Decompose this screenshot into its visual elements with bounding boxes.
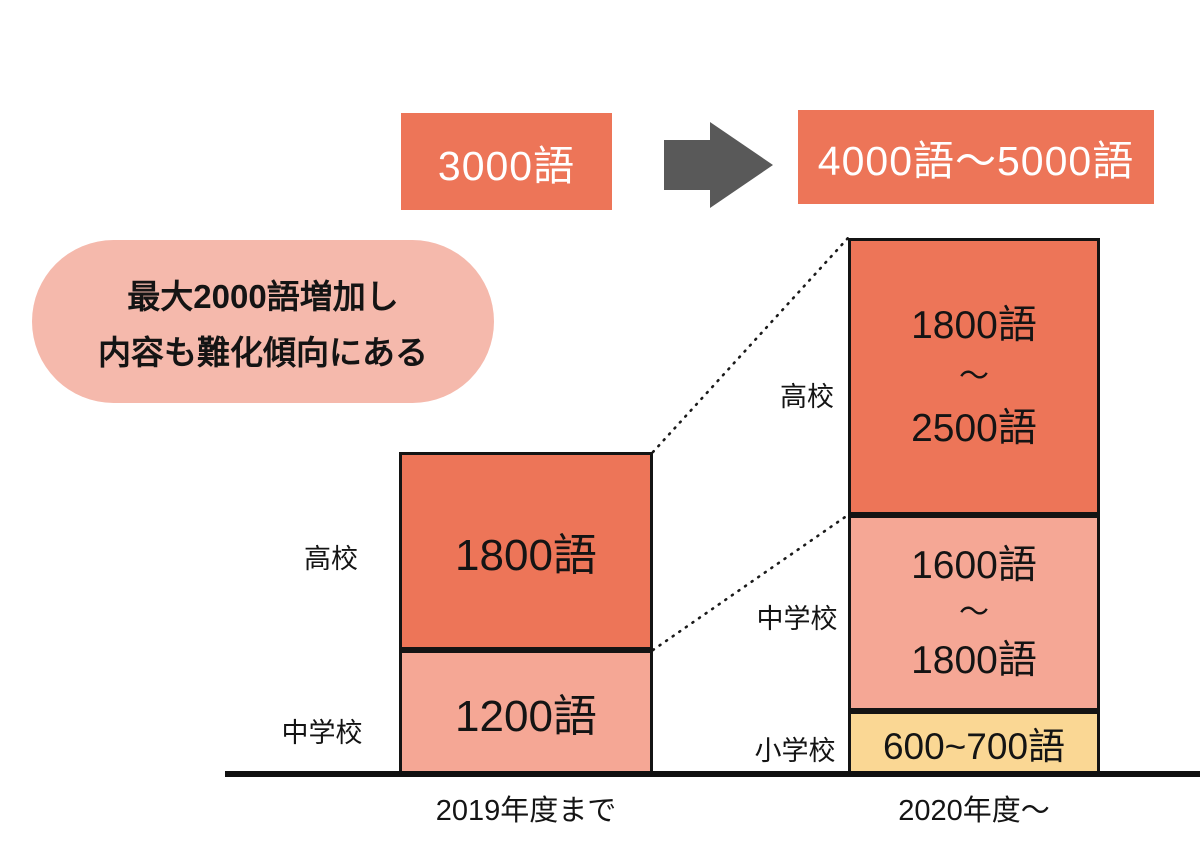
callout-bubble: 最大2000語増加し 内容も難化傾向にある bbox=[32, 240, 494, 403]
left-bar-koukou-label: 高校 bbox=[304, 544, 358, 574]
total-after-label: 4000語〜5000語 bbox=[817, 138, 1135, 184]
total-before-label: 3000語 bbox=[437, 142, 576, 189]
right-bar-shougakkou-label: 小学校 bbox=[754, 736, 836, 766]
right-bar-koukou: 1800語 〜 2500語 bbox=[848, 238, 1100, 515]
left-bar-koukou: 1800語 bbox=[399, 452, 653, 650]
left-bar-chuugakkou-label: 中学校 bbox=[281, 718, 363, 748]
callout-line1: 最大2000語増加し bbox=[127, 277, 399, 315]
right-bar-shougakkou-value: 600~700語 bbox=[882, 725, 1066, 767]
right-bar-chuugakkou-range-tilde: 〜 bbox=[959, 596, 989, 629]
axis-label-2019: 2019年度まで bbox=[435, 795, 617, 827]
callout-line2: 内容も難化傾向にある bbox=[98, 333, 428, 371]
right-bar-koukou-label: 高校 bbox=[780, 382, 834, 412]
right-bar-chuugakkou-label: 中学校 bbox=[756, 604, 838, 634]
axis-label-2020: 2020年度〜 bbox=[898, 795, 1050, 827]
right-bar-chuugakkou-range-max: 1800語 bbox=[911, 639, 1037, 682]
total-before-box: 3000語 bbox=[401, 113, 612, 210]
left-bar-koukou-value: 1800語 bbox=[455, 531, 597, 580]
total-after-box: 4000語〜5000語 bbox=[798, 110, 1154, 204]
connector-line-top bbox=[651, 236, 850, 454]
left-bar-chuugakkou: 1200語 bbox=[399, 650, 653, 774]
right-bar-shougakkou: 600~700語 bbox=[848, 711, 1100, 774]
right-bar-koukou-range-tilde: 〜 bbox=[959, 359, 989, 393]
left-bar-chuugakkou-value: 1200語 bbox=[455, 692, 597, 741]
right-bar-chuugakkou: 1600語 〜 1800語 bbox=[848, 515, 1100, 711]
x-axis-line bbox=[225, 771, 1200, 777]
arrow-right-icon bbox=[664, 122, 773, 208]
connector-line-middle bbox=[651, 513, 850, 652]
right-bar-koukou-range-min: 1800語 bbox=[911, 303, 1037, 347]
right-bar-koukou-range-max: 2500語 bbox=[911, 406, 1037, 450]
right-bar-chuugakkou-range-min: 1600語 bbox=[911, 544, 1037, 587]
